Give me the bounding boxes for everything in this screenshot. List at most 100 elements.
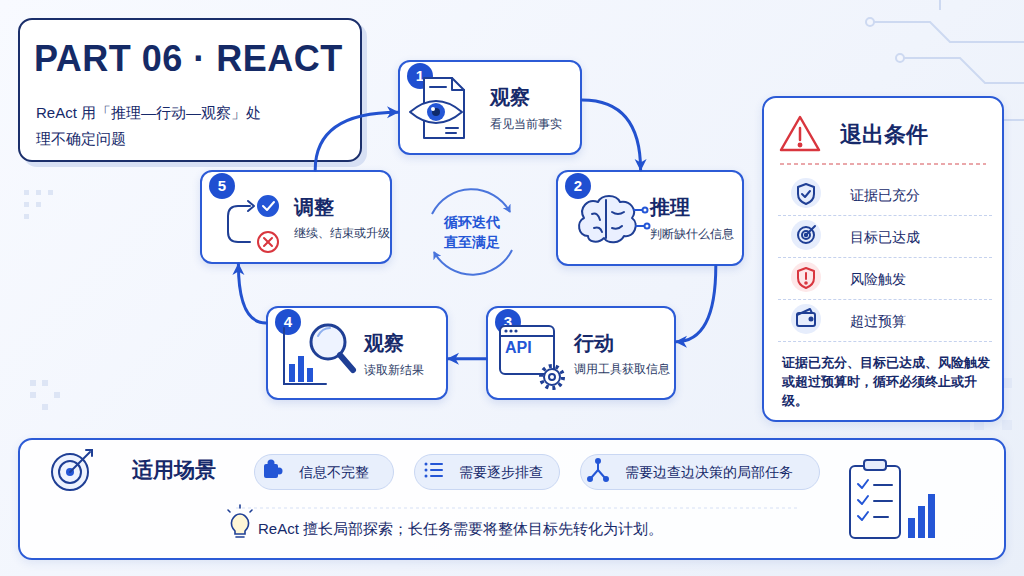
scenario-pill: 需要边查边决策的局部任务 <box>580 454 820 490</box>
magnifier-chart-icon <box>340 355 353 370</box>
clipboard-icon <box>850 466 900 538</box>
adjust-icon <box>228 196 278 252</box>
target-icon <box>70 452 90 472</box>
cycle-arrow <box>448 357 486 360</box>
condition-row: 风险触发 <box>778 258 992 300</box>
warning-icon <box>781 117 819 150</box>
brain-icon <box>605 200 607 238</box>
pill-icons <box>425 463 428 466</box>
pill-icons <box>264 464 278 478</box>
loop-text: 循环迭代 直至满足 <box>443 212 501 252</box>
magnifier-chart-icon <box>289 364 295 382</box>
condition-text: 目标已达成 <box>850 216 920 258</box>
step-title: 观察 <box>490 84 530 111</box>
pill-icons <box>264 459 608 481</box>
exit-row-icons <box>791 220 821 250</box>
api-window-icon <box>504 329 507 332</box>
eye-document-icon <box>424 78 464 138</box>
loop-ring <box>432 189 510 214</box>
cycle-arrow <box>676 266 716 342</box>
clipboard-icon <box>874 500 892 502</box>
condition-text: 风险触发 <box>850 258 906 300</box>
exit-row-icons <box>802 231 810 239</box>
target-icon <box>52 450 92 490</box>
divider-line <box>780 163 986 165</box>
api-window-icon <box>514 329 517 332</box>
api-window-icon <box>544 369 560 385</box>
dot-grid <box>42 380 48 386</box>
bulb-icon <box>228 505 252 537</box>
magnifier-chart-icon <box>284 328 326 384</box>
dot-grid <box>42 404 48 410</box>
adjust-icon <box>258 196 278 216</box>
exit-row-icons <box>791 178 821 334</box>
loop-ring <box>434 250 512 275</box>
pill-icons <box>268 460 275 467</box>
api-window-icon <box>500 326 563 388</box>
pill-text: 需要边查边决策的局部任务 <box>625 455 793 489</box>
step-title: 行动 <box>574 330 614 357</box>
step-description: 判断缺什么信息 <box>650 226 734 243</box>
circuit-lines <box>939 0 941 10</box>
step-description: 继续、结束或升级 <box>294 226 390 241</box>
eye-document-icon <box>410 78 464 138</box>
pill-icons <box>431 475 442 477</box>
pill-text: 需要逐步排查 <box>459 455 543 489</box>
band-note: ReAct 擅长局部探索；长任务需要将整体目标先转化为计划。 <box>258 520 663 539</box>
process-box: 4观察读取新结果 <box>266 306 448 400</box>
separator-line <box>236 508 800 509</box>
target-icon <box>86 450 92 456</box>
dot-grid <box>36 190 41 195</box>
exit-row-icons <box>802 191 810 197</box>
clipboard-icon <box>858 512 868 520</box>
dot-grid <box>48 190 53 195</box>
magnifier-chart-icon <box>298 356 304 382</box>
exit-row-icons <box>791 304 821 334</box>
warning-icon <box>799 128 802 140</box>
pill-icons <box>425 469 428 472</box>
circuit-lines <box>896 54 904 62</box>
bulb-icon <box>239 505 241 508</box>
dot-grid <box>36 202 41 207</box>
brain-icon <box>636 225 644 227</box>
clipboard-icon <box>858 496 868 504</box>
target-icon <box>52 454 88 490</box>
callout-number: 4 <box>275 309 301 335</box>
pill-icons <box>591 470 605 478</box>
adjust-icon <box>264 238 272 246</box>
eye-document-icon <box>427 103 445 121</box>
circuit-lines <box>870 22 1024 42</box>
step-title: 观察 <box>364 330 404 357</box>
pill-icons <box>597 462 599 470</box>
eye-document-icon <box>452 78 464 90</box>
exit-row-icons <box>798 184 814 204</box>
brain-icon <box>579 196 649 242</box>
clipboard-icon <box>874 484 892 486</box>
step-description: 看见当前事实 <box>490 116 562 133</box>
exit-row-icons <box>797 309 812 315</box>
process-box: 3行动调用工具获取信息 <box>486 306 676 400</box>
warning-icon <box>799 144 801 146</box>
exit-row-icons <box>797 313 815 326</box>
scenario-band: 适用场景ReAct 擅长局部探索；长任务需要将整体目标先转化为计划。信息不完整需… <box>18 438 1006 560</box>
bulb-icon <box>228 510 230 512</box>
exit-row-icons <box>805 273 807 279</box>
brain-icon <box>592 214 600 220</box>
eye-document-icon <box>431 107 435 111</box>
clipboard-icon <box>864 460 886 470</box>
circuit-lines <box>866 18 874 26</box>
process-box: 5调整继续、结束或升级 <box>200 170 392 264</box>
caption-text: ReAct 用「推理—行动—观察」处理不确定问题 <box>36 100 266 152</box>
clipboard-icon <box>850 460 935 538</box>
brain-icon <box>643 208 648 213</box>
pill-icons <box>588 477 592 481</box>
magnifier-chart-icon <box>311 325 345 359</box>
pill-icons <box>425 475 428 478</box>
pill-icons <box>276 468 283 475</box>
clipboard-icon <box>874 516 888 518</box>
dot-grid <box>24 202 29 207</box>
eye-document-icon <box>446 132 456 134</box>
clipboard-icon <box>908 518 915 538</box>
exit-row-icons <box>810 318 813 321</box>
